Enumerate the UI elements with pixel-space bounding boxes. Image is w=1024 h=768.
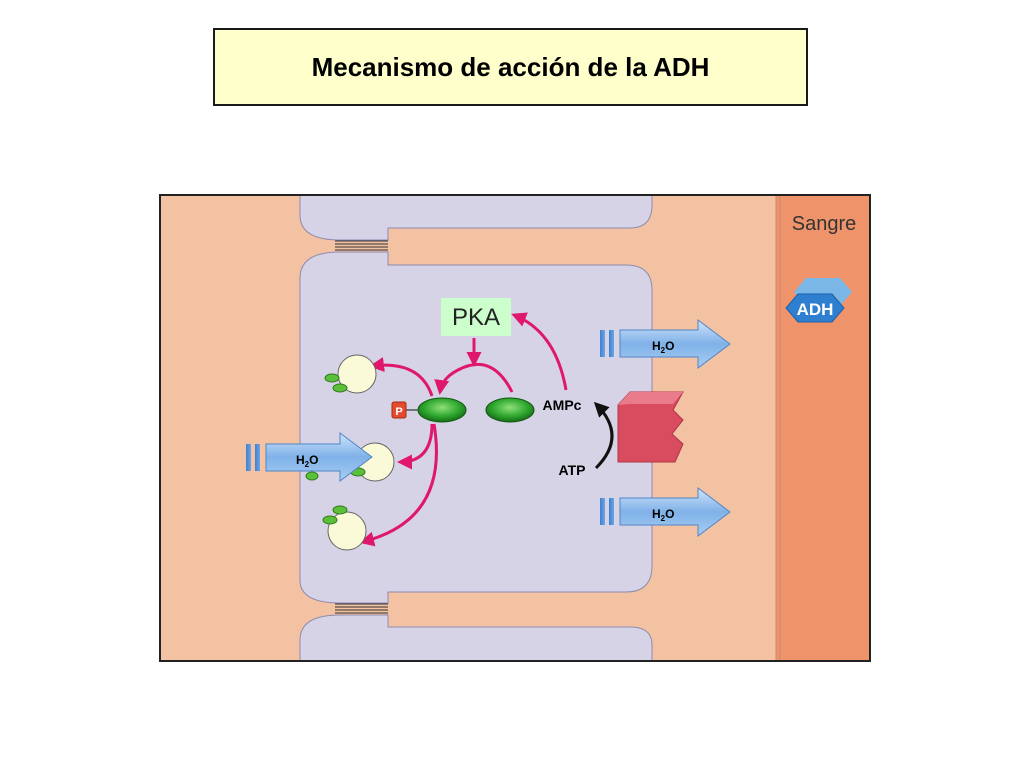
phosphate-icon: P: [391, 401, 418, 419]
page-title: Mecanismo de acción de la ADH: [311, 51, 710, 82]
pka-subunit-left-icon: [417, 397, 467, 423]
water-label: H2O: [652, 507, 674, 523]
blood-region: [775, 195, 870, 661]
ampc-label: AMPc: [543, 397, 582, 413]
adh-hexagon-icon: ADH: [785, 278, 852, 323]
water-arrow-icon: H2O: [600, 487, 731, 537]
to-vesicle-1-arrow: [369, 357, 434, 397]
diagram-frame: [159, 194, 871, 662]
water-arrow-icon: H2O: [600, 319, 731, 369]
lower-cell: [299, 614, 653, 662]
title-box: Mecanismo de acción de la ADH: [213, 28, 808, 106]
atp-to-ampc-arrow: [593, 401, 614, 470]
tight-junction-bottom: [335, 603, 388, 614]
phosphorylation-arrow: [434, 362, 514, 395]
main-cell: [299, 251, 653, 604]
water-arrow-icon: H2O: [246, 432, 373, 482]
water-label: H2O: [652, 339, 674, 355]
phosphate-label: P: [395, 406, 402, 418]
pka-label: PKA: [452, 304, 500, 331]
pka-box: PKA: [441, 298, 511, 336]
upper-cell: [299, 194, 653, 241]
vesicle-icon: [322, 505, 367, 551]
blood-label: Sangre: [792, 213, 857, 235]
to-vesicle-2-arrow: [397, 423, 434, 470]
ampc-to-pka-arrow: [511, 312, 568, 391]
tight-junction-top: [335, 240, 388, 251]
to-vesicle-3-arrow: [359, 423, 438, 547]
atp-label: ATP: [559, 462, 586, 478]
pka-subunit-right-icon: [485, 397, 535, 423]
water-label: H2O: [296, 453, 318, 469]
vesicle-icon: [324, 354, 377, 394]
adh-label: ADH: [797, 300, 834, 319]
receptor-icon: [617, 391, 684, 463]
